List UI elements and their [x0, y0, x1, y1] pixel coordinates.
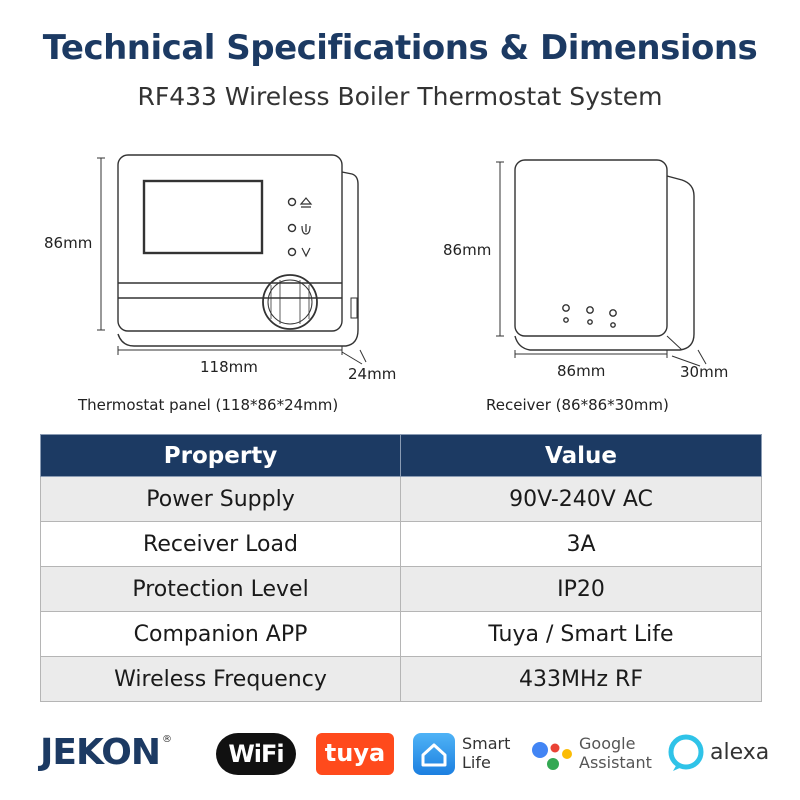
header-property: Property	[40, 434, 401, 477]
smart-life-icon	[413, 733, 455, 775]
value-cell: 90V-240V AC	[400, 476, 762, 522]
value-cell: 3A	[400, 521, 762, 567]
header-value: Value	[400, 434, 762, 477]
value-cell: Tuya / Smart Life	[400, 611, 762, 657]
receiver-drawing	[496, 159, 707, 367]
table-row: Power Supply 90V-240V AC	[40, 476, 762, 522]
product-drawings	[97, 154, 707, 367]
google-assistant-icon	[531, 738, 575, 779]
tuya-logo: tuya	[316, 733, 394, 775]
table-row: Wireless Frequency 433MHz RF	[40, 656, 762, 702]
page-subtitle: RF433 Wireless Boiler Thermostat System	[137, 82, 663, 111]
page-title: Technical Specifications & Dimensions	[42, 28, 758, 68]
google-assistant-text: Google Assistant	[579, 734, 652, 772]
alexa-text: alexa	[710, 740, 770, 765]
dimension-diagram: 86mm 118mm 24mm Thermostat panel (118*86…	[0, 140, 800, 420]
thermostat-height-label: 86mm	[44, 234, 93, 252]
receiver-caption: Receiver (86*86*30mm)	[486, 396, 669, 414]
property-cell: Protection Level	[40, 566, 401, 612]
value-cell: 433MHz RF	[400, 656, 762, 702]
receiver-width-label: 86mm	[557, 362, 606, 380]
property-cell: Receiver Load	[40, 521, 401, 567]
value-cell: IP20	[400, 566, 762, 612]
thermostat-drawing	[97, 154, 367, 365]
wifi-logo: WiFi	[216, 733, 296, 775]
property-cell: Power Supply	[40, 476, 401, 522]
thermostat-width-label: 118mm	[200, 358, 258, 376]
table-row: Protection Level IP20	[40, 566, 762, 612]
spec-table: Property Value Power Supply 90V-240V AC …	[40, 434, 762, 702]
property-cell: Companion APP	[40, 611, 401, 657]
table-row: Receiver Load 3A	[40, 521, 762, 567]
receiver-height-label: 86mm	[443, 241, 492, 259]
alexa-icon	[666, 734, 706, 774]
table-header-row: Property Value	[40, 434, 762, 477]
compatibility-logos: JEKON® WiFi tuya Smart Life Google Assis…	[0, 720, 800, 790]
thermostat-depth-label: 24mm	[348, 365, 397, 383]
thermostat-caption: Thermostat panel (118*86*24mm)	[78, 396, 339, 414]
receiver-depth-label: 30mm	[680, 363, 729, 381]
table-row: Companion APP Tuya / Smart Life	[40, 611, 762, 657]
property-cell: Wireless Frequency	[40, 656, 401, 702]
smart-life-text: Smart Life	[462, 734, 511, 772]
jekon-logo: JEKON®	[40, 732, 172, 773]
